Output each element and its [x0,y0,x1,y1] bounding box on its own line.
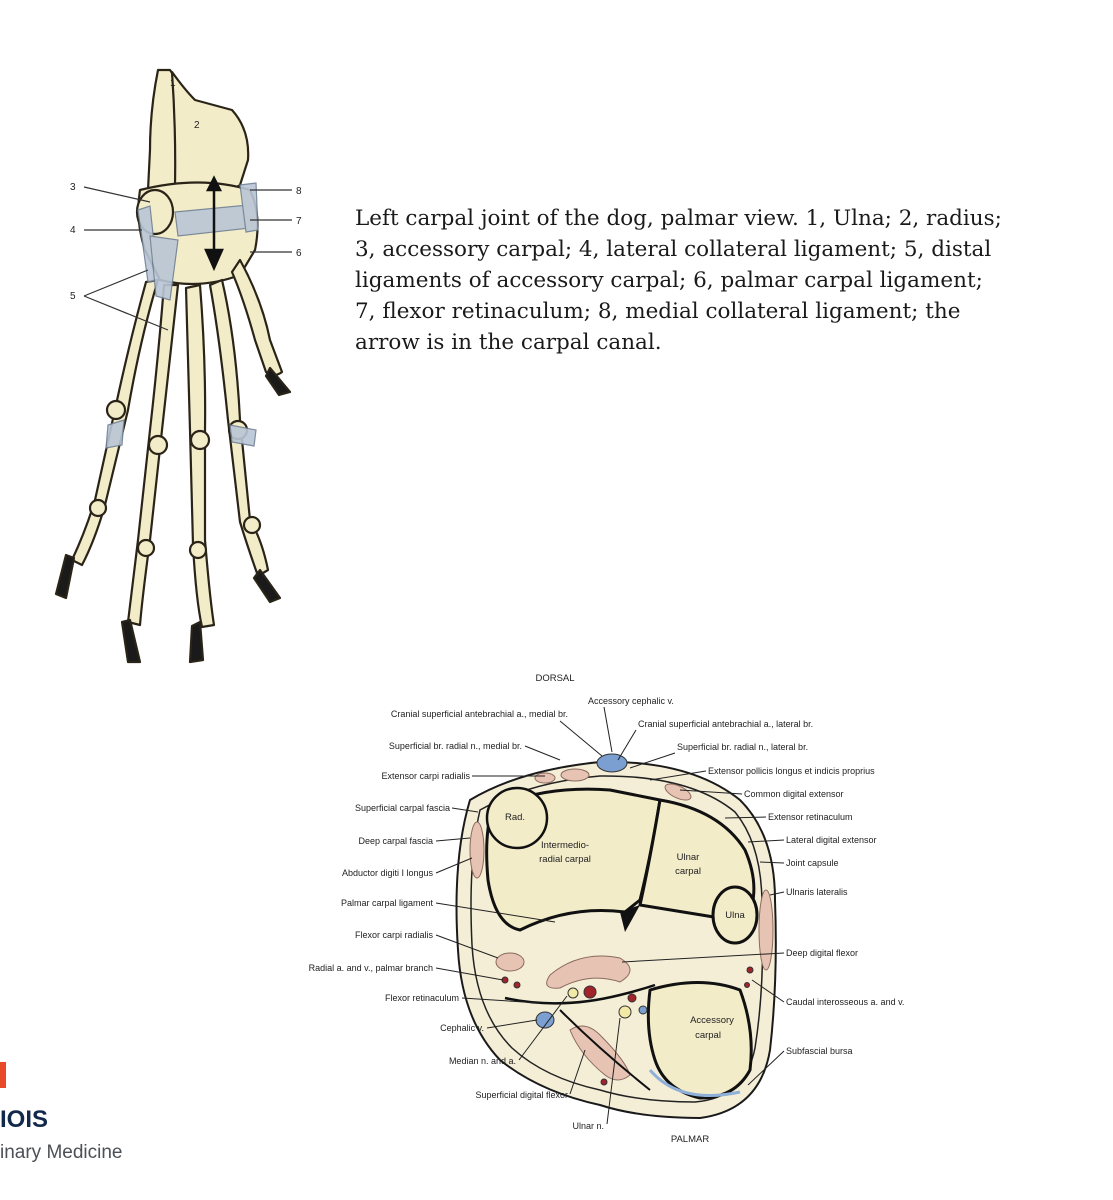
label-palmar-carpal-ligament: Palmar carpal ligament [341,898,434,908]
label-flexor-retinaculum: Flexor retinaculum [385,993,459,1003]
paw-label-8: 8 [296,186,302,197]
superficial-digital-flexor [569,1025,631,1081]
bone-label-intermedio-1: Intermedio- [541,840,589,851]
label-extensor-retinaculum: Extensor retinaculum [768,812,853,822]
carpal-canal-arrow [204,175,224,272]
bone-label-accessory-2: carpal [695,1030,721,1041]
paw-label-7: 7 [296,216,302,227]
accessory-carpal-bone [646,981,753,1100]
label-cranial-sup-antebrachial-medial: Cranial superficial antebrachial a., med… [391,709,568,719]
label-accessory-cephalic-v: Accessory cephalic v. [588,696,674,706]
label-sup-br-radial-medial: Superficial br. radial n., medial br. [389,741,522,751]
label-deep-digital-flexor: Deep digital flexor [786,948,858,958]
label-flexor-carpi-radialis: Flexor carpi radialis [355,930,434,940]
ulna-bone-section [711,885,759,945]
logo-unit-name: inary Medicine [0,1142,123,1163]
label-superficial-carpal-fascia: Superficial carpal fascia [355,803,450,813]
logo-wordmark: IOIS [0,1106,49,1133]
label-abductor-digiti-longus: Abductor digiti I longus [342,868,434,878]
label-cephalic-v: Cephalic v. [440,1023,484,1033]
label-superficial-digital-flexor: Superficial digital flexor [475,1090,568,1100]
label-common-digital-extensor: Common digital extensor [744,789,844,799]
paw-label-3: 3 [70,182,76,193]
paw-label-4: 4 [70,225,76,236]
label-cranial-sup-antebrachial-lateral: Cranial superficial antebrachial a., lat… [638,719,813,729]
paw-label-6: 6 [296,248,302,259]
label-joint-capsule: Joint capsule [786,858,839,868]
bone-label-accessory-1: Accessory [690,1015,734,1026]
label-lateral-digital-extensor: Lateral digital extensor [786,835,877,845]
accessory-cephalic-vein [596,753,628,773]
label-subfascial-bursa: Subfascial bursa [786,1046,853,1056]
figure-caption: Left carpal joint of the dog, palmar vie… [355,206,1002,355]
orientation-palmar: PALMAR [671,1134,710,1145]
paw-label-1: 1 [170,78,176,89]
label-median-n-a: Median n. and a. [449,1056,516,1066]
label-deep-carpal-fascia: Deep carpal fascia [358,836,433,846]
label-ulnaris-lateralis: Ulnaris lateralis [786,887,848,897]
label-sup-br-radial-lateral: Superficial br. radial n., lateral br. [677,742,808,752]
label-radial-a-v-palmar: Radial a. and v., palmar branch [309,963,433,973]
label-extensor-carpi-radialis: Extensor carpi radialis [381,771,470,781]
label-caudal-interosseous: Caudal interosseous a. and v. [786,997,904,1007]
deep-digital-flexor [546,955,631,989]
bone-label-ulnar-1: Ulnar [677,852,700,863]
label-ulnar-n: Ulnar n. [572,1121,604,1131]
orientation-dorsal: DORSAL [535,673,574,684]
label-ext-pollicis-longus: Extensor pollicis longus et indicis prop… [708,766,875,776]
bone-label-intermedio-2: radial carpal [539,854,591,865]
bone-label-ulna: Ulna [725,910,745,921]
paw-label-2: 2 [194,120,200,131]
paw-label-5: 5 [70,291,76,302]
bone-label-ulnar-2: carpal [675,866,701,877]
logo-mark [0,1062,6,1088]
bone-label-rad: Rad. [505,812,525,823]
